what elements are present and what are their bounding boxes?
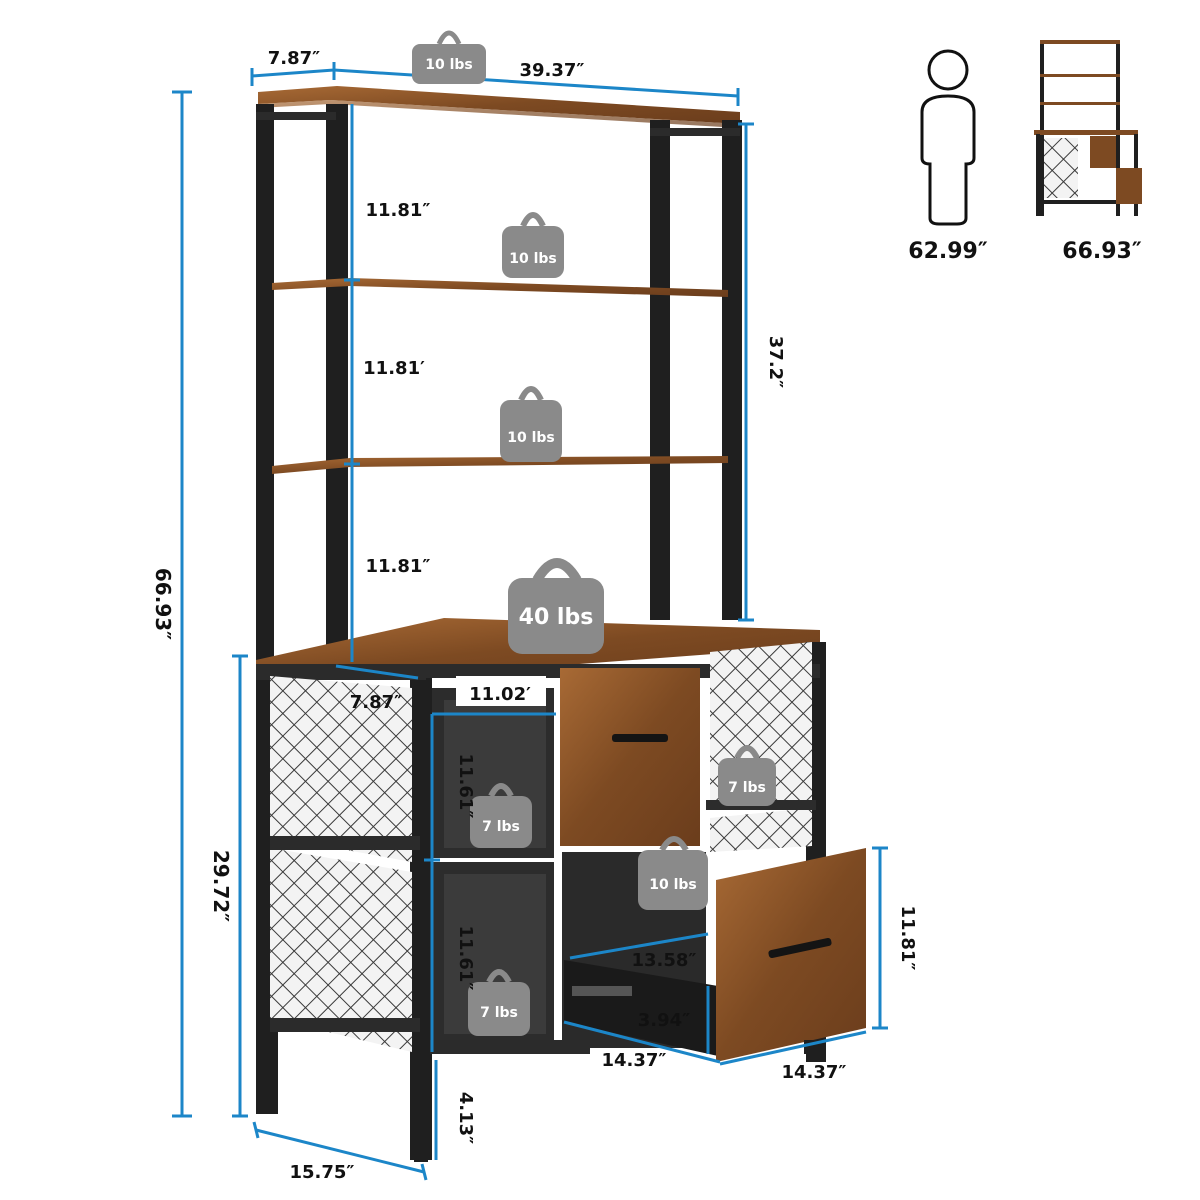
weight-badge-cube-top: 7 lbs [470,783,532,848]
weight-label-top: 10 lbs [425,57,473,73]
weight-badge-shelf-1: 10 lbs [502,212,564,278]
left-side-mesh-upper [270,676,412,862]
drawer-lower-box [564,960,718,1056]
weight-badge-shelf-2: 10 lbs [500,386,562,462]
dim-total-height: 66.93″ [151,568,175,640]
dim-shelf-gap-3: 11.81″ [366,556,431,577]
dim-shelf-gap-1: 11.81″ [366,200,431,221]
weight-badge-top: 10 lbs [412,30,486,84]
dim-base-depth: 15.75″ [290,1162,355,1183]
dim-drawer-front-height: 11.81″ [897,906,918,971]
weight-badge-cabinet-top: 40 lbs [508,558,604,654]
left-side-mesh-lower [270,848,412,1052]
weight-label-cube-bottom: 7 lbs [480,1005,518,1021]
drawer-lower-front [716,848,866,1062]
right-side-mesh-lower [710,808,812,852]
weight-label-drawer: 10 lbs [649,877,697,893]
dim-drawer-depth: 14.37″ [602,1050,667,1071]
product-height-label: 66.93″ [1062,239,1142,264]
weight-label-right-shelf: 7 lbs [728,780,766,796]
bookshelf-thumbnail-icon [1034,40,1142,216]
dim-drawer-inner-height: 3.94″ [638,1010,690,1031]
weight-label-shelf-2: 10 lbs [507,430,555,446]
dimension-lines [172,62,888,1181]
middle-shelf-lower [272,456,728,474]
dim-cabinet-height: 29.72″ [209,850,233,922]
person-silhouette-icon [920,49,976,226]
person-height-label: 62.99″ [908,239,988,264]
dim-cabinet-depth: 7.87″ [350,692,402,713]
drawer-upper-handle [612,734,668,742]
drawer-upper-front [560,668,700,846]
cabinet-front-leg-left [410,672,432,1160]
dim-top-depth: 7.87″ [268,48,320,69]
dim-drawer-width: 14.37″ [782,1062,847,1083]
weight-badge-right-shelf: 7 lbs [718,745,776,806]
upright-back-left [326,104,348,664]
dim-cube-height-bottom: 11.61″ [455,926,476,991]
weight-label-cabinet-top: 40 lbs [519,605,594,630]
dim-hutch-height: 37.2″ [765,336,786,388]
height-comparison: 62.99″ 66.93″ [908,40,1142,264]
dim-drawer-inner-depth: 13.58″ [632,950,697,971]
middle-shelf-upper [272,278,728,297]
weight-label-cube-top: 7 lbs [482,819,520,835]
dim-shelf-gap-2: 11.81′ [363,358,425,379]
weight-badge-cube-bottom: 7 lbs [468,969,530,1036]
drawer-lower-handle [768,937,832,959]
dim-cube-width: 11.02′ [469,684,531,705]
dim-cube-height-top: 11.61″ [455,754,476,819]
weight-label-shelf-1: 10 lbs [509,251,557,267]
leg-back [262,1100,276,1114]
weight-badge-drawer: 10 lbs [638,836,708,910]
top-shelf-board [258,86,740,124]
upright-front-right [722,120,742,620]
upright-back-right [650,120,670,620]
leg-front [414,1150,428,1162]
dim-top-width: 39.37″ [520,60,585,81]
dim-leg-height: 4.13″ [455,1092,476,1144]
